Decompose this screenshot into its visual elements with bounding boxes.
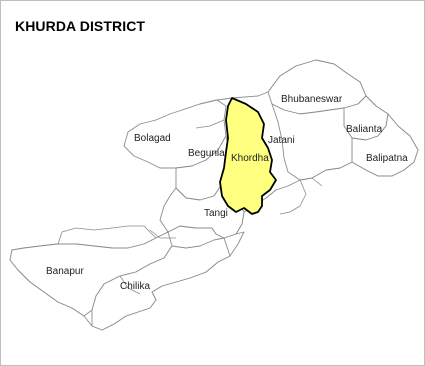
label-khordha: Khordha	[231, 153, 269, 164]
jatani-block	[271, 103, 353, 181]
label-bolagad: Bolagad	[134, 133, 171, 144]
internal-boundary-line	[57, 119, 323, 295]
label-bhubaneswar: Bhubaneswar	[281, 94, 343, 105]
map-title: KHURDA DISTRICT	[15, 18, 146, 34]
label-begunia: Begunia	[188, 148, 225, 159]
chilika-block	[91, 237, 231, 331]
label-jatani: Jatani	[268, 135, 295, 146]
khordha-block-highlight	[219, 97, 277, 215]
label-tangi: Tangi	[204, 208, 228, 219]
label-banapur: Banapur	[46, 266, 84, 277]
label-balipatna: Balipatna	[366, 153, 408, 164]
label-balianta: Balianta	[346, 124, 383, 135]
label-chilika: Chilika	[120, 281, 150, 292]
balipatna-block	[351, 113, 419, 177]
